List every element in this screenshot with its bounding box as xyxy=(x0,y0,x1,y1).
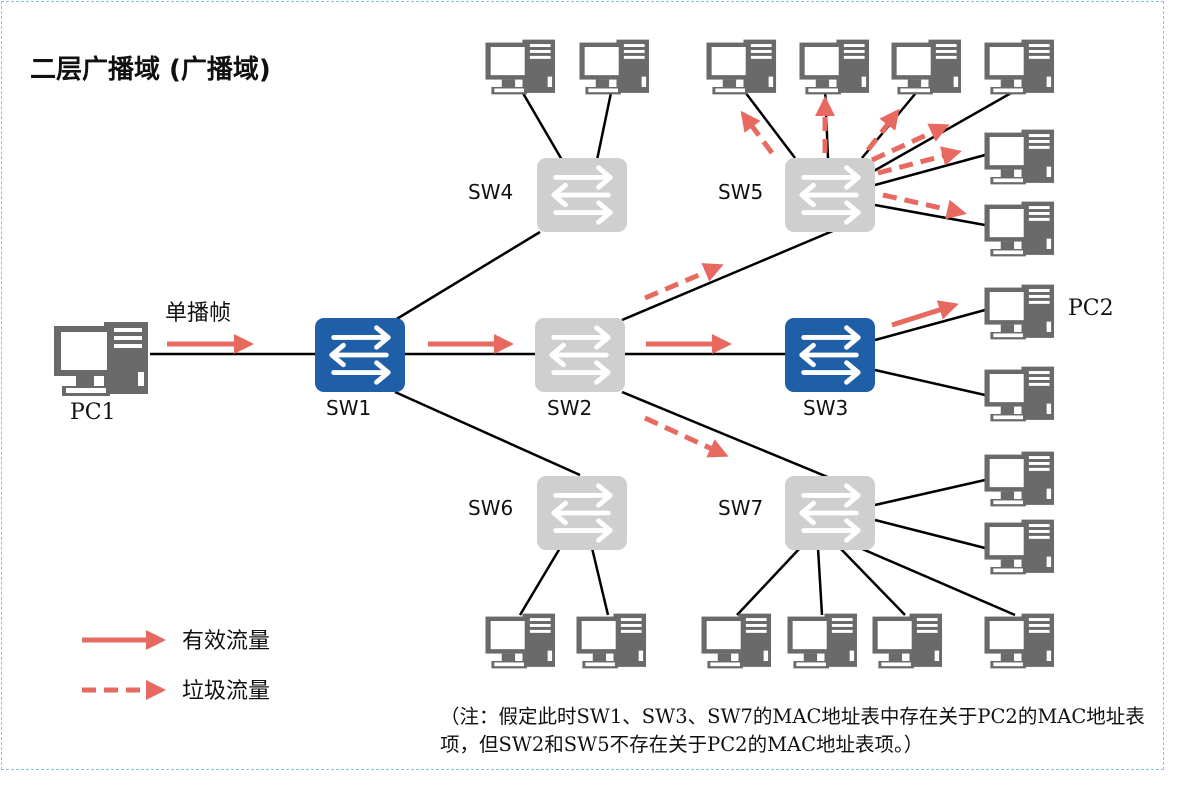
legend-valid-label: 有效流量 xyxy=(182,629,270,654)
footnote: （注：假定此时SW1、SW3、SW7的MAC地址表中存在关于PC2的MAC地址表… xyxy=(440,705,1145,756)
computer-icon xyxy=(579,39,650,95)
computer-icon xyxy=(485,39,556,95)
valid-traffic-arrows xyxy=(167,300,959,354)
legend: 有效流量 垃圾流量 xyxy=(82,629,270,704)
sw6-label: SW6 xyxy=(468,496,513,520)
switch-sw2 xyxy=(535,318,625,392)
computer-icon xyxy=(799,39,870,95)
computer-icon xyxy=(787,613,858,669)
computer-icon xyxy=(485,613,556,669)
computer-icon xyxy=(984,366,1055,422)
sw3-label: SW3 xyxy=(803,396,848,420)
computer-icon xyxy=(701,613,772,669)
junk-traffic-arrows xyxy=(643,96,967,458)
sw1-label: SW1 xyxy=(326,396,371,420)
computer-icon xyxy=(706,39,777,95)
computer-icon xyxy=(984,613,1055,669)
pc2-label: PC2 xyxy=(1068,296,1114,321)
switch-sw6 xyxy=(537,476,627,550)
switch-sw4 xyxy=(537,158,627,232)
computer-icon xyxy=(984,129,1055,185)
computer-icon xyxy=(984,39,1055,95)
computer-icon xyxy=(891,39,962,95)
switch-sw5 xyxy=(785,158,875,232)
pc1-label: PC1 xyxy=(70,400,116,425)
computer-icon xyxy=(984,519,1055,575)
computer-icon xyxy=(872,613,943,669)
computer-icon xyxy=(984,451,1055,507)
computer-icon xyxy=(984,284,1055,340)
legend-junk-label: 垃圾流量 xyxy=(182,679,270,704)
unicast-frame-label: 单播帧 xyxy=(165,301,231,326)
computer-icon xyxy=(54,322,148,396)
computer-icon xyxy=(576,613,647,669)
switch-sw7 xyxy=(785,476,875,550)
sw5-label: SW5 xyxy=(718,180,763,204)
sw4-label: SW4 xyxy=(468,180,513,204)
sw2-label: SW2 xyxy=(547,396,592,420)
sw7-label: SW7 xyxy=(718,496,763,520)
switch-sw3 xyxy=(785,318,875,392)
page-title: 二层广播域 (广播域) xyxy=(30,55,271,85)
computer-icon xyxy=(984,201,1055,257)
switch-sw1 xyxy=(315,318,405,392)
broadcast-domain-frame xyxy=(1,1,1164,770)
